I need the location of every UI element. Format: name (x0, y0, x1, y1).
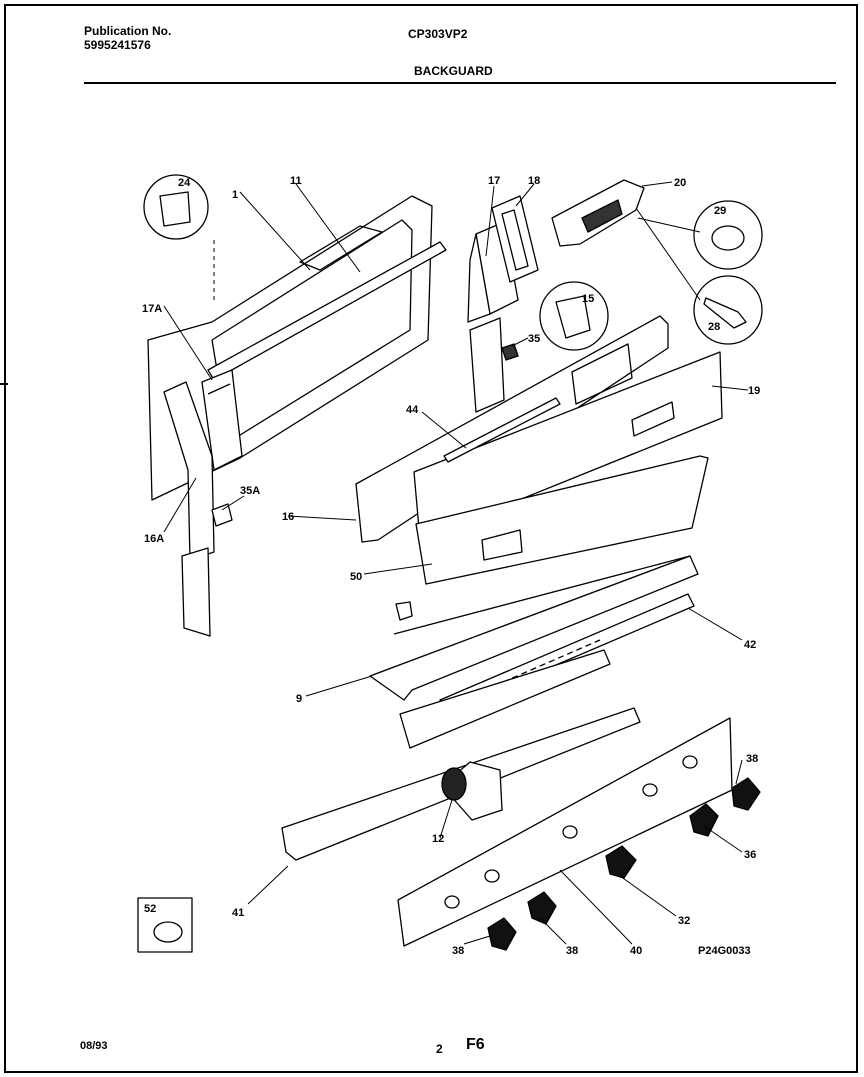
side-trim (163, 381, 215, 561)
footer-date: 08/93 (80, 1040, 108, 1052)
callout-41: 41 (232, 907, 244, 919)
knob-4 (527, 891, 557, 925)
callout-16: 16 (282, 511, 294, 523)
knob-hole-1 (682, 755, 698, 769)
knob-hole-2 (642, 783, 658, 797)
callout-40: 40 (630, 945, 642, 957)
publication-number: 5995241576 (84, 38, 151, 52)
callout-28: 28 (708, 321, 720, 333)
callout-29: 29 (714, 205, 726, 217)
side-bracket (469, 317, 505, 413)
page-border (4, 4, 858, 1073)
knob-2 (689, 803, 719, 837)
display-window (571, 343, 633, 405)
knob-hole-3 (562, 825, 578, 839)
callout-12: 12 (432, 833, 444, 845)
callout-11: 11 (290, 175, 302, 187)
callout-20: 20 (674, 177, 686, 189)
callout-35: 35 (528, 333, 540, 345)
end-bracket-left (201, 369, 243, 471)
callout-36: 36 (744, 849, 756, 861)
edge-tick (0, 383, 8, 385)
side-trim-lower (181, 547, 211, 637)
callout-24: 24 (178, 177, 191, 189)
lower-channel (399, 649, 611, 749)
callout-15: 15 (582, 293, 594, 305)
model-number: CP303VP2 (408, 27, 468, 41)
callout-17a: 17A (142, 303, 162, 315)
header-rule (84, 82, 836, 84)
callout-44: 44 (406, 404, 419, 416)
callout-52: 52 (144, 903, 156, 915)
section-title: BACKGUARD (414, 64, 493, 78)
switch-knob (441, 767, 467, 801)
callout-35a: 35A (240, 485, 260, 497)
callout-38-mid: 38 (566, 945, 578, 957)
display-window-2 (631, 401, 675, 437)
callout-38-top: 38 (746, 753, 758, 765)
callout-19: 19 (748, 385, 760, 397)
top-rail (207, 241, 447, 381)
callout-18: 18 (528, 175, 540, 187)
knob-1 (731, 777, 761, 811)
front-channel (369, 555, 699, 701)
callout-9: 9 (296, 693, 302, 705)
vent-strip-44 (443, 397, 561, 463)
knob-3 (605, 845, 637, 879)
grommet-35 (501, 343, 519, 361)
footer-figure: F6 (466, 1036, 485, 1053)
callout-42: 42 (744, 639, 756, 651)
publication-label: Publication No. (84, 24, 172, 38)
handle-slot (481, 529, 523, 561)
knob-hole-5 (444, 895, 460, 909)
knob-hole-4 (484, 869, 500, 883)
control-panel-front (413, 351, 723, 541)
callout-32: 32 (678, 915, 690, 927)
footer-page: 2 (436, 1042, 443, 1056)
callout-50: 50 (350, 571, 362, 583)
clip-35a (211, 503, 233, 527)
callout-16a: 16A (144, 533, 164, 545)
callout-38-left: 38 (452, 945, 464, 957)
callout-17: 17 (488, 175, 500, 187)
knob-5 (487, 917, 517, 951)
callout-1: 1 (232, 189, 238, 201)
drawing-code: P24G0033 (698, 945, 751, 957)
